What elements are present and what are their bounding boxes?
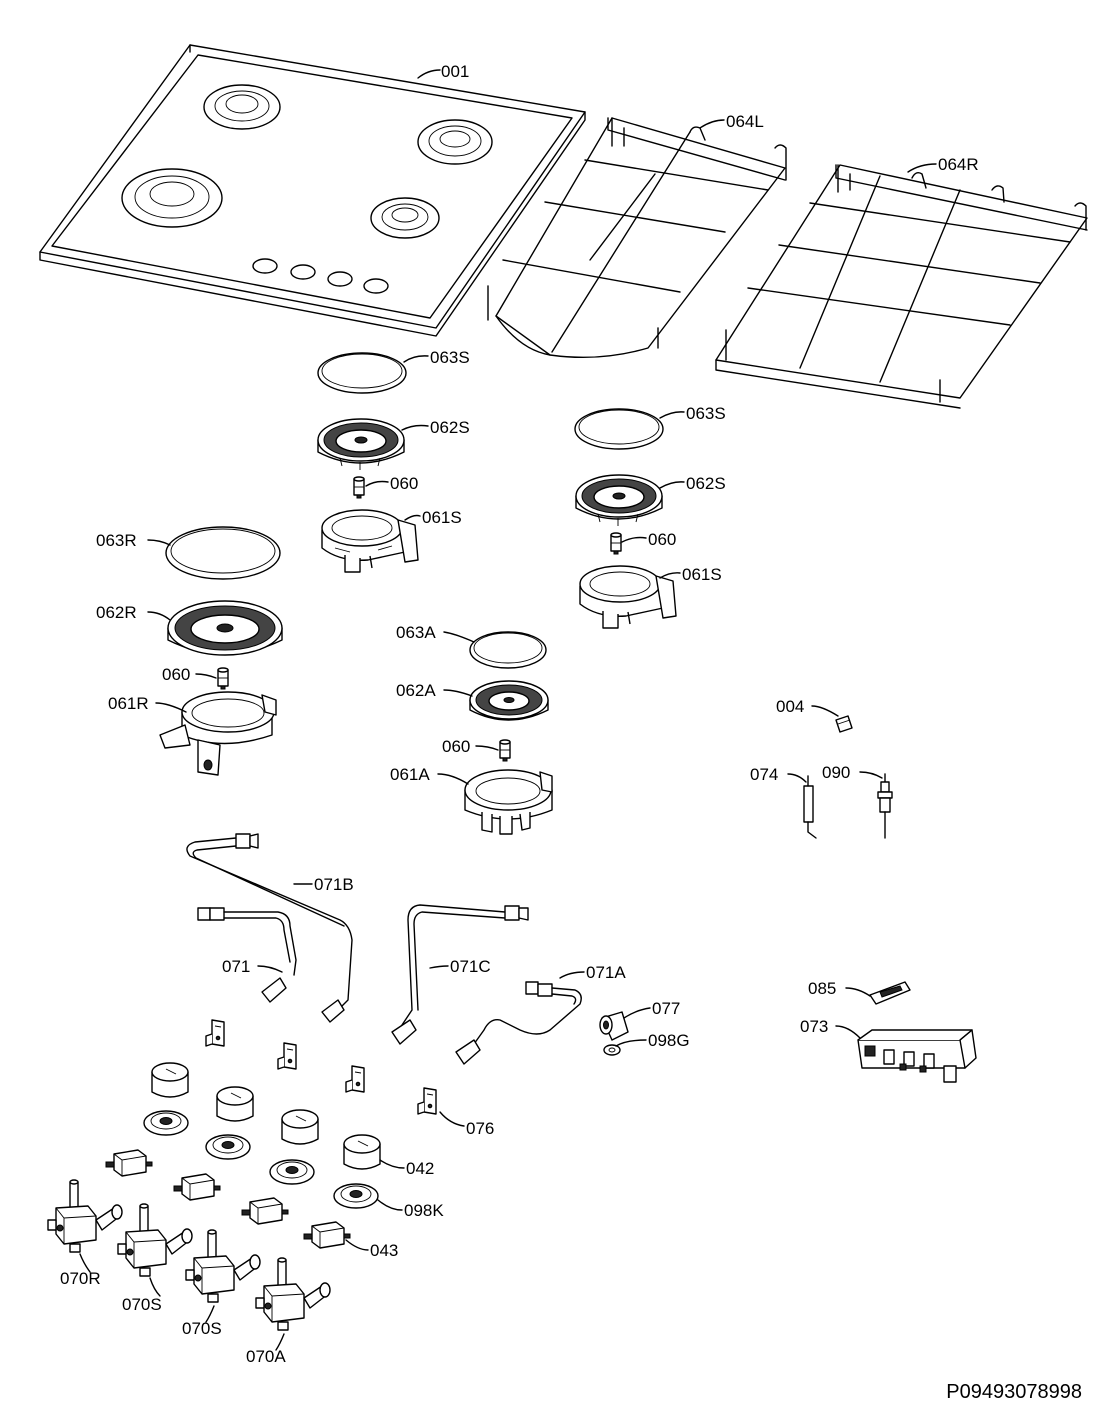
bezel-098k-d	[333, 1183, 379, 1209]
flame-spreader-062a	[469, 680, 549, 721]
label-064l: 064L	[726, 112, 764, 131]
injector-060-d	[499, 739, 511, 762]
label-062a: 062A	[396, 681, 436, 700]
bracket-076-a	[205, 1019, 225, 1047]
bezel-098k-b	[205, 1134, 251, 1160]
burner-base-061s-b	[579, 565, 677, 629]
bracket-076-d	[417, 1087, 437, 1115]
burner-base-061r	[159, 691, 277, 776]
flame-spreader-062s-a	[317, 418, 405, 470]
burner-cap-063r	[165, 526, 281, 580]
flame-spreader-062s-b	[575, 474, 663, 526]
part-labels: 001 064L 064R 063S 062S 060 061S 063S 06…	[60, 62, 979, 1366]
burner-base-061s-a	[321, 509, 419, 573]
pan-support-left	[487, 117, 787, 359]
injector-060-b	[610, 532, 622, 555]
knob-042-c	[281, 1109, 319, 1145]
bracket-076-b	[277, 1042, 297, 1070]
label-001: 001	[441, 62, 469, 81]
injector-060-c	[217, 667, 229, 690]
gas-pipe-071a	[455, 981, 582, 1065]
label-076: 076	[466, 1119, 494, 1138]
label-071: 071	[222, 957, 250, 976]
gas-valve-070a	[255, 1257, 331, 1331]
label-070a: 070A	[246, 1347, 286, 1366]
label-004: 004	[776, 697, 804, 716]
gas-valve-070r	[47, 1179, 123, 1253]
label-063s-a: 063S	[430, 348, 470, 367]
burner-base-061a	[464, 769, 553, 835]
label-060-b: 060	[648, 530, 676, 549]
clip-004	[835, 715, 853, 733]
knob-042-b	[216, 1086, 254, 1122]
burner-cap-063s-a	[317, 352, 407, 394]
label-073: 073	[800, 1017, 828, 1036]
gas-valve-070s-a	[117, 1203, 193, 1277]
gas-pipe-071	[197, 907, 297, 1003]
label-061a: 061A	[390, 765, 430, 784]
microswitch-043-c	[241, 1197, 289, 1225]
label-061s-b: 061S	[682, 565, 722, 584]
document-code: P09493078998	[946, 1381, 1082, 1403]
label-062s-a: 062S	[430, 418, 470, 437]
label-060-c: 060	[162, 665, 190, 684]
label-042: 042	[406, 1159, 434, 1178]
injector-060-a	[353, 476, 365, 499]
microswitch-043-a	[105, 1149, 153, 1177]
microswitch-043-d	[303, 1221, 351, 1249]
gas-valve-070s-b	[185, 1229, 261, 1303]
label-064r: 064R	[938, 155, 979, 174]
flame-spreader-062r	[167, 600, 283, 656]
knob-042-d	[343, 1134, 381, 1170]
knob-042-a	[151, 1062, 189, 1098]
label-070s-b: 070S	[182, 1319, 222, 1338]
label-062r: 062R	[96, 603, 137, 622]
label-074: 074	[750, 765, 778, 784]
burner-cap-063s-b	[574, 408, 664, 450]
microswitch-043-b	[173, 1173, 221, 1201]
label-060-d: 060	[442, 737, 470, 756]
gas-pipe-071b	[186, 833, 353, 1023]
label-063r: 063R	[96, 531, 137, 550]
label-071b: 071B	[314, 875, 354, 894]
thermocouple-090	[877, 773, 893, 839]
gas-pipe-071c	[391, 904, 529, 1045]
label-071c: 071C	[450, 957, 491, 976]
label-098g: 098G	[648, 1031, 690, 1050]
hob-top-panel	[39, 44, 586, 337]
label-061r: 061R	[108, 694, 149, 713]
ignition-electrode-074	[803, 775, 817, 839]
label-071a: 071A	[586, 963, 626, 982]
label-061s-a: 061S	[422, 508, 462, 527]
burner-cap-063a	[469, 631, 547, 669]
leader-lines	[79, 69, 937, 1351]
label-063a: 063A	[396, 623, 436, 642]
gasket-098g	[603, 1044, 621, 1056]
ignition-button-085	[869, 981, 911, 1005]
label-090: 090	[822, 763, 850, 782]
label-098k: 098K	[404, 1201, 444, 1220]
label-077: 077	[652, 999, 680, 1018]
spark-generator-073	[857, 1029, 977, 1083]
pan-support-right	[715, 164, 1088, 409]
label-043: 043	[370, 1241, 398, 1260]
bezel-098k-a	[143, 1110, 189, 1136]
label-062s-b: 062S	[686, 474, 726, 493]
label-060-a: 060	[390, 474, 418, 493]
label-070s-a: 070S	[122, 1295, 162, 1314]
bracket-076-c	[345, 1065, 365, 1093]
label-085: 085	[808, 979, 836, 998]
label-063s-b: 063S	[686, 404, 726, 423]
label-070r: 070R	[60, 1269, 101, 1288]
bezel-098k-c	[269, 1159, 315, 1185]
elbow-077	[599, 1011, 629, 1041]
